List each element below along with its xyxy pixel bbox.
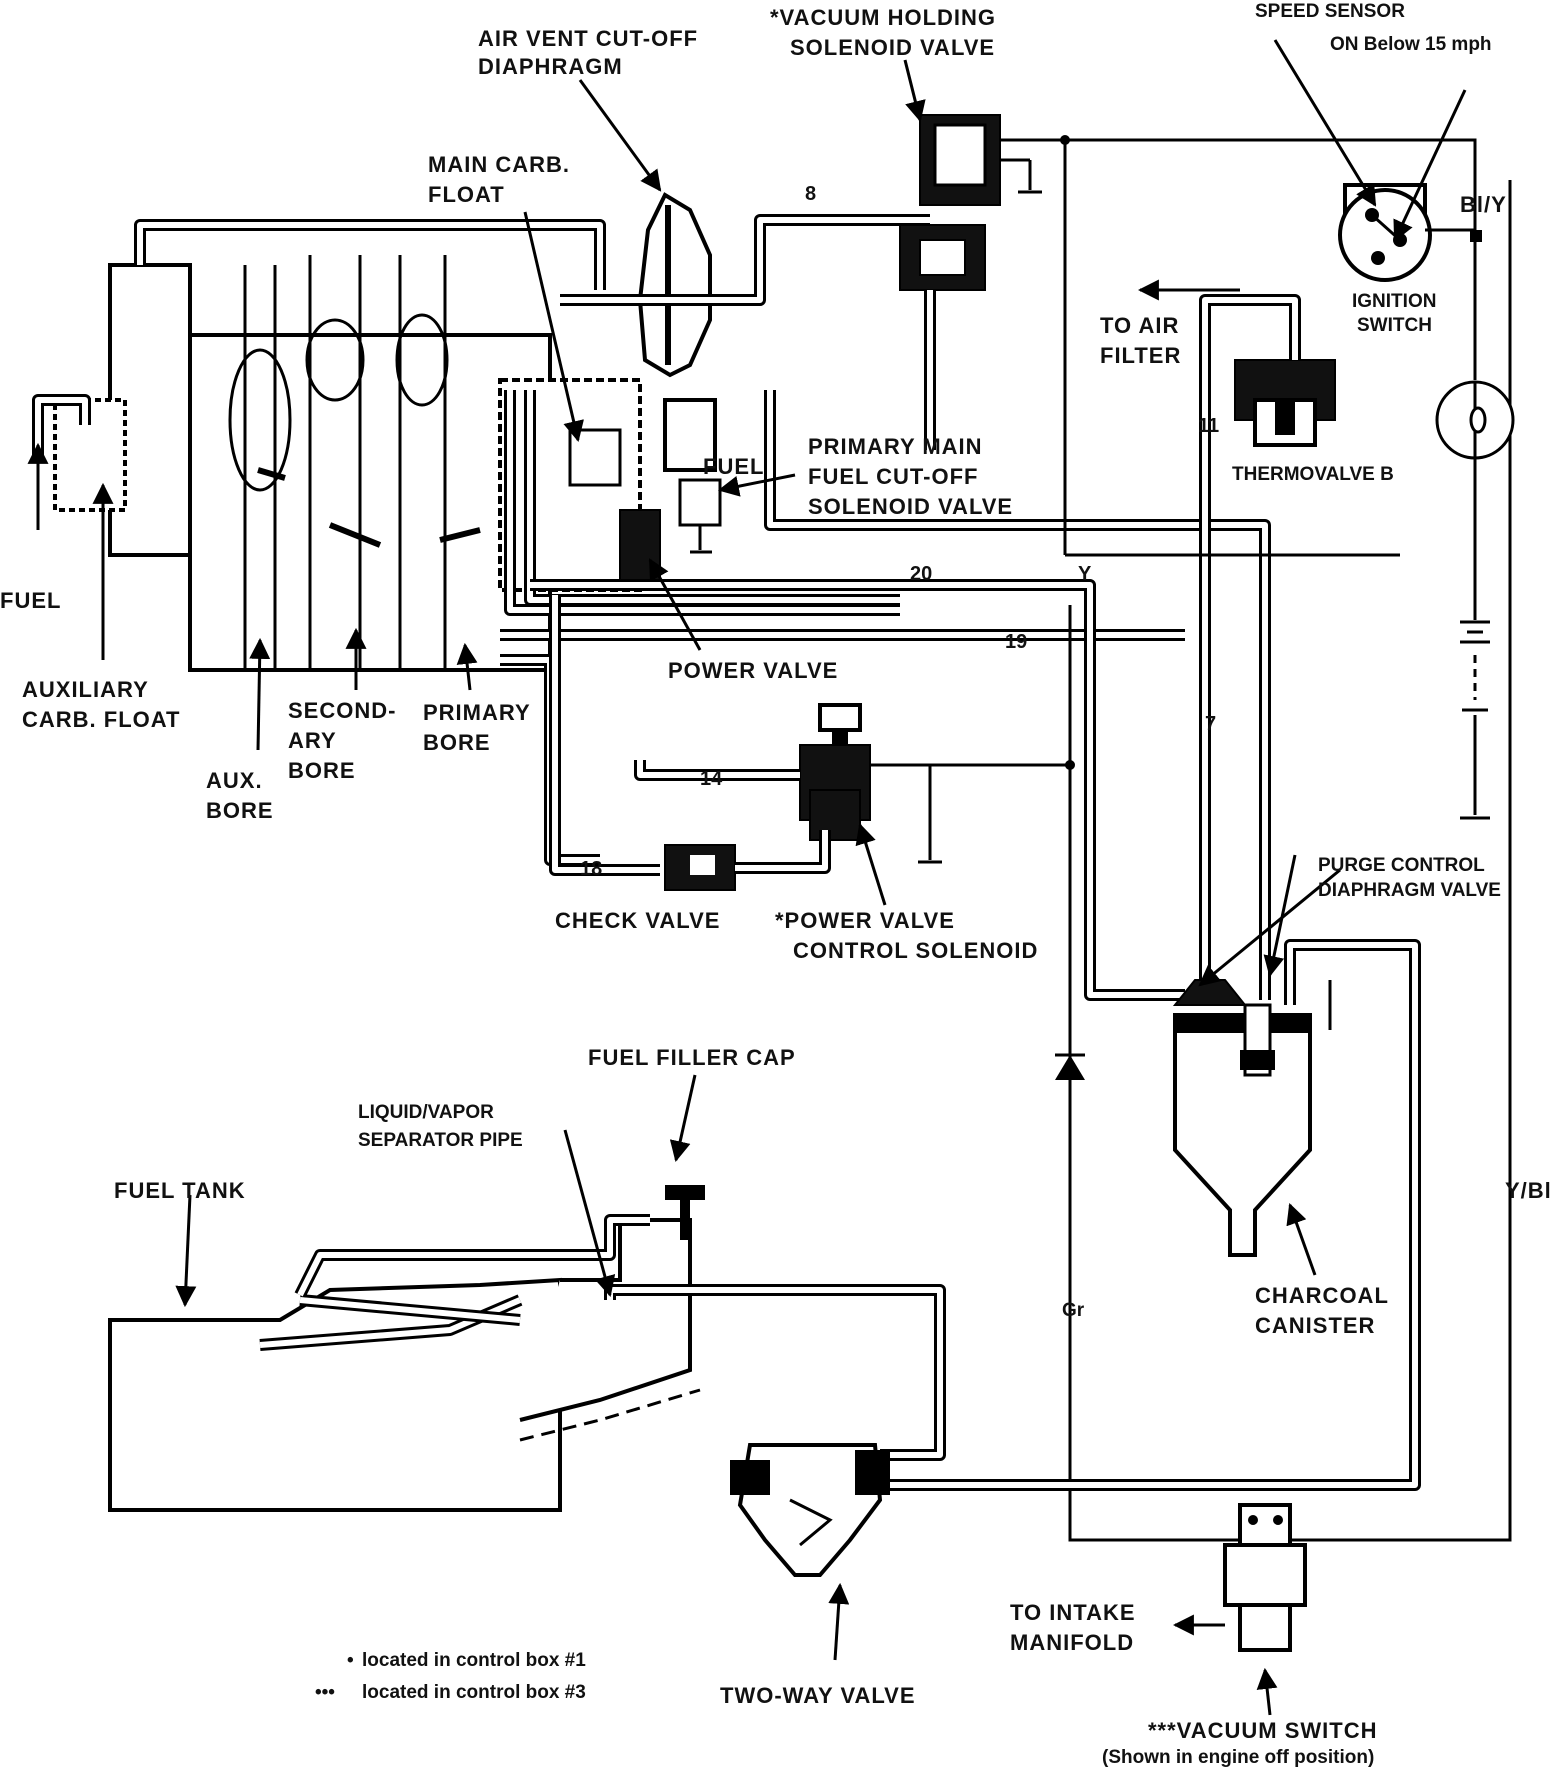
label-main-carb-float-2: FLOAT [428,182,505,207]
label-two-way-valve: TWO-WAY VALVE [720,1683,916,1708]
label-bl-y: Bl/Y [1460,192,1507,217]
label-note-box1: located in control box #1 [362,1650,586,1671]
label-primary-main-1: PRIMARY MAIN [808,434,983,459]
label-power-valve: POWER VALVE [668,658,838,683]
two-way-valve [730,1443,890,1577]
label-to-intake-1: TO INTAKE [1010,1600,1136,1625]
hose-number-19: 19 [1005,631,1027,653]
hose-number-11: 11 [1198,415,1219,437]
label-note-box3: located in control box #3 [362,1682,586,1703]
label-check-valve: CHECK VALVE [555,908,720,933]
carburetor-body [188,333,552,672]
thermovalve-b [1137,279,1336,447]
label-y-bl: Y/Bl [1505,1178,1552,1203]
label-air-vent-1: AIR VENT CUT-OFF [478,26,698,51]
label-secondary-bore-1: SECOND- [288,698,396,723]
label-main-carb-float-1: MAIN CARB. [428,152,570,177]
label-speed-sensor: SPEED SENSOR [1255,1,1405,22]
label-air-vent-2: DIAPHRAGM [478,54,623,79]
label-note-box1-marker: • [347,1650,354,1671]
label-fuel-inlet: FUEL [0,588,61,613]
diode [1055,1055,1085,1080]
charcoal-canister [1173,1003,1312,1257]
label-note-box3-marker: ••• [315,1682,335,1703]
label-secondary-bore-2: ARY [288,728,337,753]
label-charcoal-canister-2: CANISTER [1255,1313,1375,1338]
label-vacuum-holding-1: *VACUUM HOLDING [770,5,996,30]
label-fuel-tank: FUEL TANK [114,1178,246,1203]
label-power-valve-ctrl-1: *POWER VALVE [775,908,955,933]
primary-bore [398,255,447,670]
wire-y [1000,138,1477,190]
vacuum-holding-solenoid-valve [899,114,1042,450]
label-charcoal-canister-1: CHARCOAL [1255,1283,1389,1308]
label-speed-on: ON Below 15 mph [1330,34,1492,55]
carburetor [32,192,1185,866]
label-primary-bore-1: PRIMARY [423,700,531,725]
label-wire-y: Y [1078,563,1092,585]
label-to-air-filter-1: TO AIR [1100,313,1179,338]
label-primary-main-3: SOLENOID VALVE [808,494,1013,519]
label-purge-control-2: DIAPHRAGM VALVE [1318,880,1501,901]
label-vacuum-switch-note: (Shown in engine off position) [1102,1747,1374,1768]
fuel-filler-cap [665,1185,705,1200]
label-aux-bore-2: BORE [206,798,274,823]
fuel-tank [108,1185,946,1512]
check-valve [549,595,831,891]
label-liquid-vapor-2: SEPARATOR PIPE [358,1130,523,1151]
label-purge-control-1: PURGE CONTROL [1318,855,1485,876]
label-power-valve-ctrl-2: CONTROL SOLENOID [793,938,1038,963]
purge-control-diaphragm-valve [1172,979,1248,1006]
label-ignition-switch-1: IGNITION [1352,291,1436,312]
label-vacuum-switch: ***VACUUM SWITCH [1148,1718,1377,1743]
wire-gr [1063,140,1400,557]
air-vent-cutoff-diaphragm [637,192,712,378]
vacuum-switch [1172,1503,1307,1652]
aux-bore [243,265,277,670]
label-auxiliary-float-2: CARB. FLOAT [22,707,180,732]
bulb [1435,380,1515,460]
hose-number-14: 14 [700,768,723,790]
secondary-bore [308,255,362,670]
label-to-intake-2: MANIFOLD [1010,1630,1134,1655]
label-vacuum-holding-2: SOLENOID VALVE [790,35,995,60]
primary-main-fuel-cutoff-solenoid [663,398,722,554]
label-gr: Gr [1062,1300,1085,1321]
hose-number-20: 20 [910,563,932,585]
power-valve-control-solenoid [634,703,871,841]
label-aux-bore-1: AUX. [206,768,263,793]
label-primary-bore-2: BORE [423,730,491,755]
label-to-air-filter-2: FILTER [1100,343,1181,368]
label-thermovalve-b: THERMOVALVE B [1232,464,1394,485]
label-primary-main-2: FUEL CUT-OFF [808,464,978,489]
hose-number-8: 8 [805,183,816,205]
hose-number-18: 18 [580,858,602,880]
label-fuel-filler-cap: FUEL FILLER CAP [588,1045,796,1070]
label-auxiliary-float-1: AUXILIARY [22,677,149,702]
hose-number-7: 7 [1205,713,1216,735]
label-liquid-vapor-1: LIQUID/VAPOR [358,1102,494,1123]
battery [1460,458,1490,820]
label-fuel-float-side: FUEL [703,454,764,479]
label-secondary-bore-3: BORE [288,758,356,783]
label-ignition-switch-2: SWITCH [1357,315,1432,336]
